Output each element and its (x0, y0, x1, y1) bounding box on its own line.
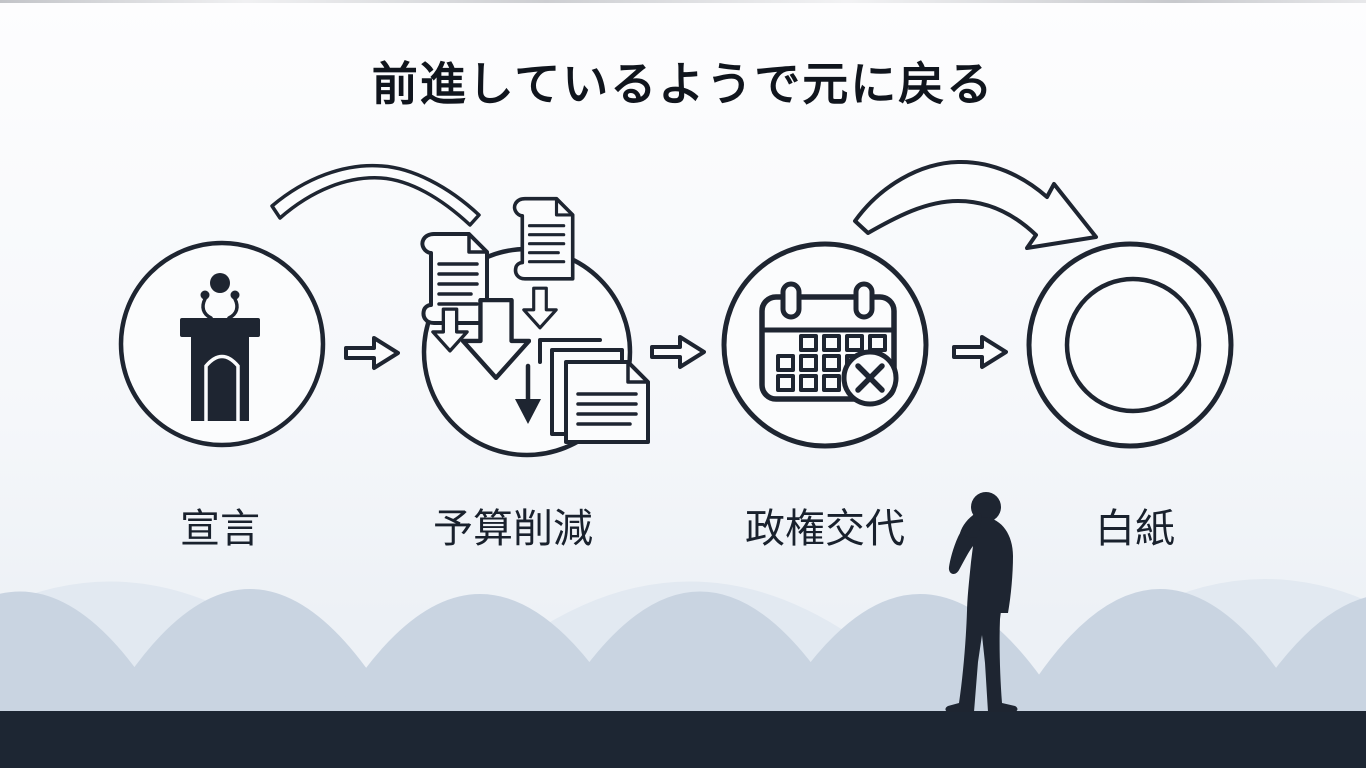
bottom-band (0, 711, 1366, 768)
calendar-grid (776, 334, 887, 392)
step-label-declaration: 宣言 (180, 507, 260, 551)
calendar-cancelled-icon (759, 281, 899, 407)
step-arrow-2 (650, 335, 706, 369)
thinking-person-silhouette (945, 492, 1018, 712)
photo-top-edge (0, 0, 1366, 3)
step-circle-budget-cut (422, 199, 650, 458)
blank-ring-icon (1064, 276, 1202, 414)
podium-icon (180, 273, 260, 421)
step-label-blank-slate: 白紙 (1095, 507, 1175, 551)
solid-down-arrow (515, 363, 541, 424)
step-label-government-change: 政権交代 (745, 507, 905, 551)
front-document (564, 360, 650, 444)
step-circle-declaration (118, 240, 326, 448)
step-label-budget-cut: 予算削減 (433, 507, 593, 551)
step-arrow-3 (952, 335, 1008, 369)
curved-arrow-2 (853, 159, 1098, 250)
step-circle-government-change (721, 241, 929, 449)
step-arrow-1 (344, 336, 400, 370)
page-title: 前進しているようで元に戻る (371, 58, 995, 110)
cancel-x-icon (841, 349, 899, 407)
curved-arrow-1 (270, 163, 481, 227)
falling-documents-icon (422, 199, 650, 444)
step-circle-blank-slate (1026, 241, 1234, 449)
